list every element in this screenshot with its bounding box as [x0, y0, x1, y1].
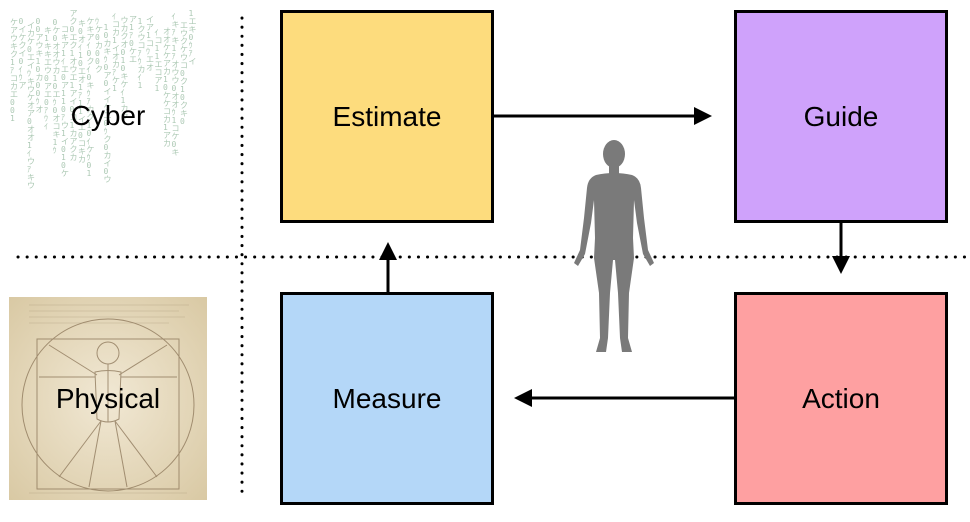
action-box: Action — [734, 292, 948, 505]
estimate-box: Estimate — [280, 10, 494, 223]
human-figure-icon — [574, 140, 654, 352]
arrowhead-guide — [694, 107, 712, 125]
arrowhead-estimate — [379, 242, 397, 260]
estimate-label: Estimate — [332, 100, 442, 132]
measure-label: Measure — [332, 382, 442, 414]
matrix-code-texture: ケ ア ウ キ ク 1 ｱ コ カ エ 0 0 1 0 イ ケ ク イ 0 ｲ … — [10, 10, 197, 190]
physical-label: Physical — [55, 383, 161, 414]
guide-box: Guide — [734, 10, 948, 223]
arrowhead-action — [832, 256, 850, 274]
action-label: Action — [802, 382, 880, 414]
measure-box: Measure — [280, 292, 494, 505]
vitruvian-man-sketch — [9, 297, 207, 500]
guide-label: Guide — [803, 100, 879, 132]
arrowhead-measure — [514, 389, 532, 407]
cyber-label: Cyber — [70, 100, 146, 131]
